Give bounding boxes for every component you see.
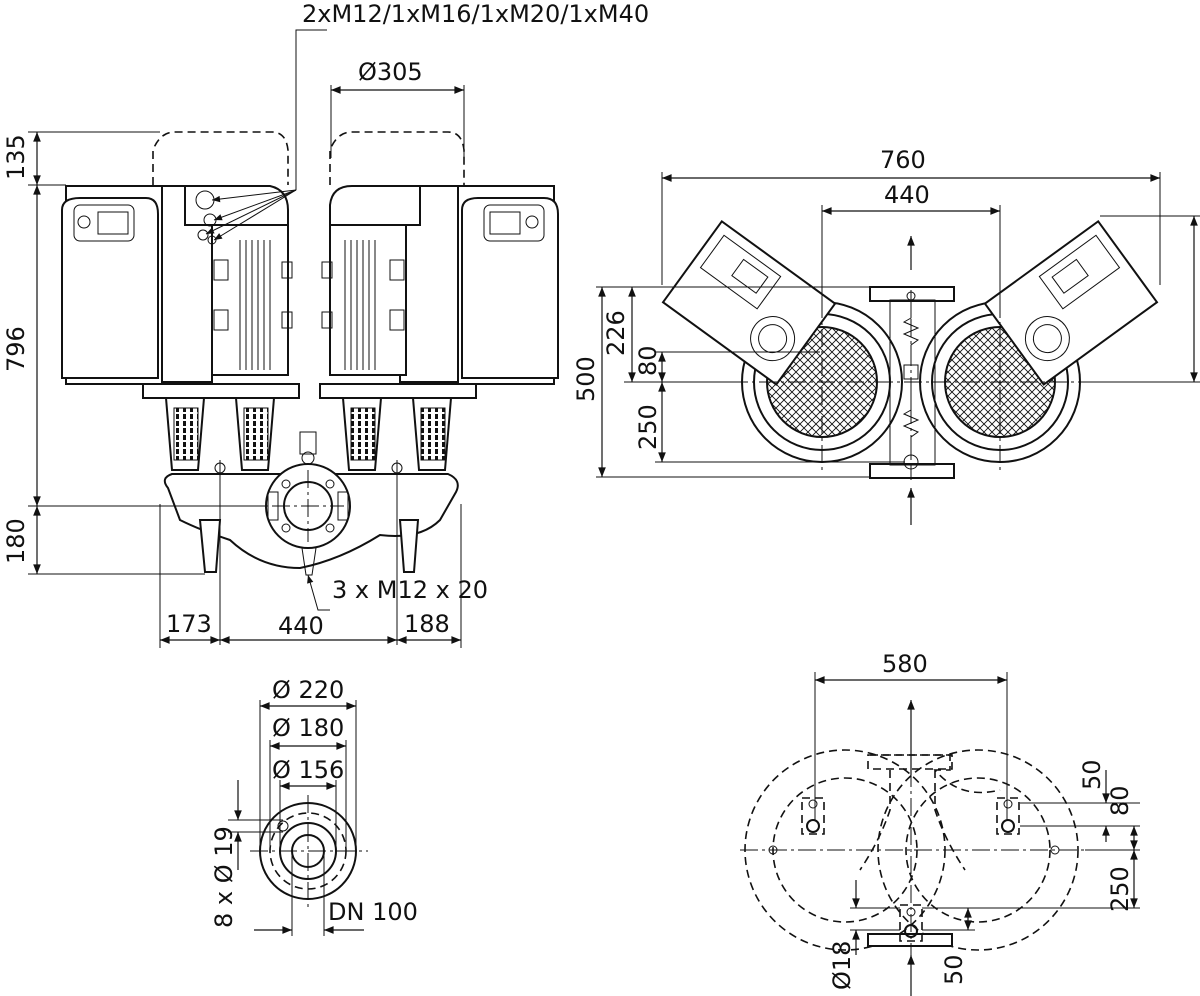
height-upper-label: 226 xyxy=(602,310,630,356)
clearance-left-dashed xyxy=(152,131,289,185)
height-motor-label: 796 xyxy=(2,326,30,372)
left-top-control xyxy=(661,219,837,386)
base-width-label: 580 xyxy=(882,650,928,678)
left-control-housing xyxy=(61,197,159,379)
front-view: 2xM12/1xM16/1xM20/1xM40 Ø305 135 796 180… xyxy=(2,0,649,648)
gland-m12-icon xyxy=(207,235,217,245)
left-motor-body xyxy=(211,224,289,376)
height-total-label: 500 xyxy=(572,356,600,402)
top-flange-lower xyxy=(869,463,955,479)
right-motor-top xyxy=(329,185,421,226)
left-motor-top xyxy=(184,185,289,226)
nominal-diameter-label: DN 100 xyxy=(328,898,418,926)
right-knob-icon xyxy=(525,215,539,229)
bolt-hole-icon xyxy=(277,820,289,832)
right-display xyxy=(489,211,521,235)
base-hole-label: Ø18 xyxy=(828,941,856,990)
flange-view: Ø 220 Ø 180 Ø 156 8 x Ø 19 DN 100 xyxy=(210,676,418,936)
base-50-top-label: 50 xyxy=(1078,759,1106,790)
left-base-plate xyxy=(142,383,300,399)
height-axis-label: 80 xyxy=(634,345,662,376)
left-foot xyxy=(198,519,222,573)
base-left-label: 173 xyxy=(166,610,212,638)
left-motor-fins xyxy=(239,240,271,370)
height-top-label: 135 xyxy=(2,134,30,180)
base-80-label: 80 xyxy=(1106,785,1134,816)
right-foot xyxy=(398,519,420,573)
width-inner-label: 440 xyxy=(884,181,930,209)
base-50-bottom-label: 50 xyxy=(940,954,968,985)
height-foot-label: 180 xyxy=(2,518,30,564)
right-motor-body xyxy=(329,224,407,376)
top-flange-upper xyxy=(869,286,955,302)
flange-d180-label: Ø 180 xyxy=(272,714,344,742)
base-250-label: 250 xyxy=(1106,866,1134,912)
clearance-right-dashed xyxy=(329,131,465,185)
right-motor-fins xyxy=(344,240,376,370)
width-total-label: 760 xyxy=(880,146,926,174)
right-control-housing xyxy=(461,197,559,379)
flange-d220-label: Ø 220 xyxy=(272,676,344,704)
top-view: 760 440 500 226 80 250 xyxy=(572,146,1200,525)
left-knob-icon xyxy=(77,215,91,229)
gland-m16-icon xyxy=(197,229,209,241)
screws-label: 3 x M12 x 20 xyxy=(332,576,488,604)
right-top-control xyxy=(983,219,1159,386)
bolt-holes-label: 8 x Ø 19 xyxy=(210,826,238,928)
base-right-label: 188 xyxy=(404,610,450,638)
flange-d156-label: Ø 156 xyxy=(272,756,344,784)
left-display-frame xyxy=(73,204,135,242)
base-view: 580 50 80 250 Ø18 50 xyxy=(740,650,1140,996)
motor-diameter-label: Ø305 xyxy=(358,58,423,86)
base-center-label: 440 xyxy=(278,612,324,640)
right-base-plate xyxy=(319,383,477,399)
left-display xyxy=(97,211,129,235)
height-lower-label: 250 xyxy=(634,404,662,450)
cable-glands-label: 2xM12/1xM16/1xM20/1xM40 xyxy=(302,0,649,28)
